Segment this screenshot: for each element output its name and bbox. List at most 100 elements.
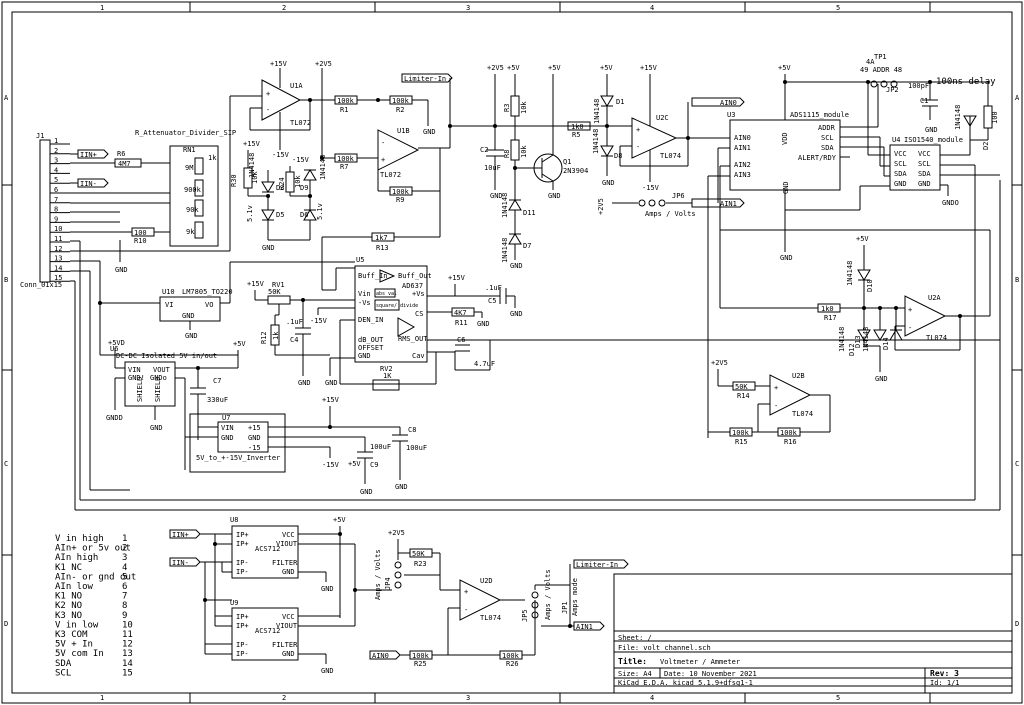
svg-text:100pF: 100pF (908, 82, 929, 90)
svg-text:100k: 100k (392, 97, 410, 105)
svg-text:100: 100 (991, 111, 999, 124)
svg-text:5.1v: 5.1v (246, 205, 254, 222)
svg-text:U10: U10 (162, 288, 175, 296)
svg-text:DEN_IN: DEN_IN (358, 316, 383, 324)
row-label: A (4, 94, 9, 102)
svg-text:TL074: TL074 (480, 614, 501, 622)
svg-text:U5: U5 (356, 256, 364, 264)
opamp-u1a: + - U1A TL072 +15V -15V (249, 60, 335, 159)
svg-text:D6: D6 (300, 211, 308, 219)
svg-text:10k: 10k (294, 175, 302, 188)
svg-text:SCL: SCL (918, 160, 931, 168)
junction-dots (98, 80, 962, 628)
svg-text:IIN-: IIN- (172, 559, 189, 567)
col-label: 2 (282, 4, 286, 12)
svg-text:+5V: +5V (600, 64, 613, 72)
svg-text:100uF: 100uF (406, 444, 427, 452)
svg-text:SHIELD: SHIELD (136, 377, 144, 402)
svg-text:D11: D11 (523, 209, 536, 217)
j1-pin-number: 15 (54, 274, 62, 282)
svg-text:1N4148: 1N4148 (846, 261, 854, 286)
svg-text:1N4148: 1N4148 (319, 155, 327, 180)
col-label: 4 (650, 694, 654, 702)
svg-text:Buff_Out: Buff_Out (398, 272, 432, 280)
svg-text:+Vs: +Vs (412, 290, 425, 298)
legend-pin-number: 2 (122, 544, 127, 554)
svg-text:GND: GND (602, 179, 615, 187)
svg-text:GND: GND (925, 126, 938, 134)
diode-d10 (857, 269, 871, 281)
legend-signal-name: 5V com In (55, 649, 104, 659)
svg-text:+2V5: +2V5 (487, 64, 504, 72)
resistor-r8 (510, 139, 520, 161)
diode-d7 (508, 233, 522, 245)
svg-text:ADDR: ADDR (818, 124, 836, 132)
svg-text:Amps / Volts: Amps / Volts (645, 210, 696, 218)
legend-signal-name: K3 NO (55, 611, 82, 621)
row-label: B (4, 276, 8, 284)
title-value: Voltmeter / Ammeter (660, 658, 740, 666)
svg-text:C9: C9 (370, 461, 378, 469)
j1-pin-number: 1 (54, 137, 58, 145)
svg-text:2N3904: 2N3904 (563, 167, 588, 175)
svg-text:+5V: +5V (548, 64, 561, 72)
svg-text:10k: 10k (520, 145, 528, 158)
net-label-limiter-in-lower (573, 559, 629, 569)
svg-text:9k: 9k (186, 228, 195, 236)
svg-text:VDD: VDD (781, 132, 789, 145)
svg-text:GND: GND (510, 262, 523, 270)
svg-text:100k: 100k (780, 429, 798, 437)
resistor-network-rn1: R_Attenuator_Divider_SIP RN1 9M 900k 90k… (135, 129, 236, 247)
svg-text:+15V: +15V (640, 64, 658, 72)
legend-pin-number: 6 (122, 582, 127, 592)
svg-text:R16: R16 (784, 438, 797, 446)
svg-text:R12: R12 (260, 331, 268, 344)
j1-pin-number: 5 (54, 176, 58, 184)
svg-text:GND: GND (248, 434, 261, 442)
svg-text:+15V: +15V (322, 396, 340, 404)
svg-text:J1: J1 (36, 132, 44, 140)
svg-text:Amps / Volts: Amps / Volts (544, 569, 552, 620)
svg-text:U4: U4 (892, 136, 900, 144)
isolator-u4: U4 ISO1540_module VCC SCL SDA GND VCC SC… (785, 82, 1000, 211)
svg-text:1K: 1K (383, 372, 392, 380)
limiter-section: +2V5 C2 10uF GND +5V R3 10k R8 10k D11 1… (480, 64, 588, 270)
svg-text:AIN1: AIN1 (734, 144, 751, 152)
svg-text:TL072: TL072 (290, 119, 311, 127)
svg-text:50K: 50K (735, 383, 748, 391)
svg-text:+5V: +5V (348, 460, 361, 468)
svg-text:C1: C1 (920, 97, 928, 105)
svg-text:D13: D13 (854, 335, 862, 348)
svg-text:ADS1115_module: ADS1115_module (790, 111, 849, 119)
legend-signal-name: AIn- or gnd out (55, 572, 136, 582)
svg-text:GND: GND (321, 585, 334, 593)
input-clamp: +15V R30 10k D3 1N4148 D5 5.1v GND -15V … (230, 140, 327, 252)
svg-text:1N4148: 1N4148 (592, 129, 600, 154)
svg-text:IP-: IP- (236, 568, 249, 576)
svg-text:5V_to_+-15V_Inverter: 5V_to_+-15V_Inverter (196, 454, 280, 462)
diode-d2 (963, 115, 977, 127)
svg-text:100k: 100k (412, 652, 430, 660)
svg-text:R17: R17 (824, 314, 837, 322)
col-label: 1 (100, 4, 104, 12)
svg-text:GND: GND (423, 128, 436, 136)
svg-text:RMS_OUT: RMS_OUT (398, 335, 428, 343)
svg-text:GND: GND (490, 192, 503, 200)
legend-signal-name: SCL (55, 668, 71, 678)
legend-pin-number: 12 (122, 640, 133, 650)
svg-text:AIN0: AIN0 (720, 99, 737, 107)
svg-text:100k: 100k (502, 652, 520, 660)
svg-text:AIN1: AIN1 (576, 623, 593, 631)
svg-text:-: - (774, 402, 778, 410)
svg-text:SCL: SCL (821, 134, 834, 142)
svg-text:GND: GND (115, 266, 128, 274)
svg-text:IP+: IP+ (236, 531, 249, 539)
legend-pin-number: 8 (122, 601, 127, 611)
svg-text:SDA: SDA (918, 170, 931, 178)
svg-text:Limiter-In: Limiter-In (404, 75, 446, 83)
svg-text:GND: GND (325, 379, 338, 387)
svg-text:VO: VO (205, 301, 213, 309)
svg-text:R10: R10 (134, 237, 147, 245)
svg-text:RN1: RN1 (183, 146, 196, 154)
